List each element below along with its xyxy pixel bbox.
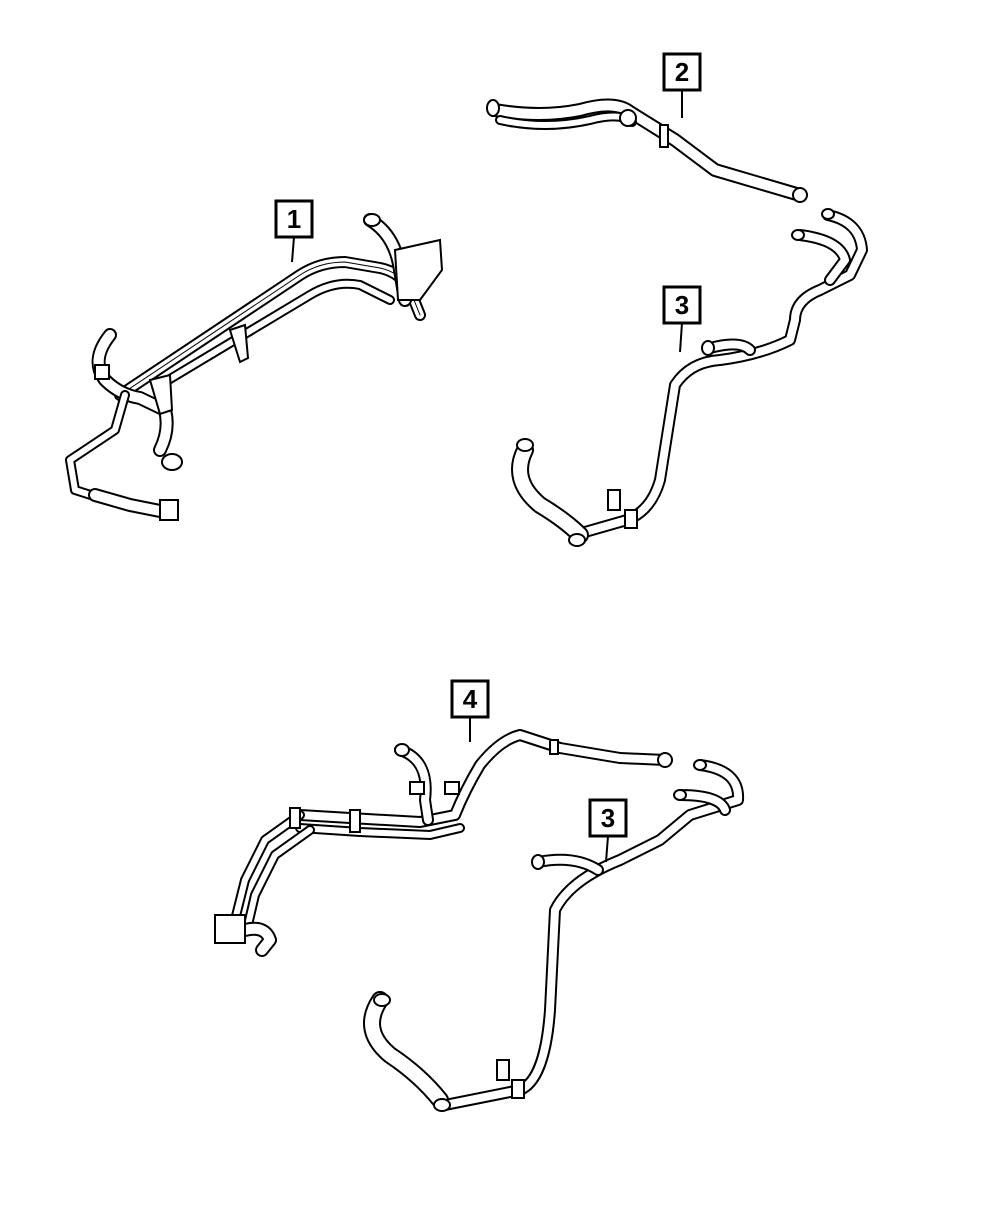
- callout-3-upper-label: 3: [675, 290, 689, 320]
- hose-assembly-1: [65, 213, 444, 521]
- callout-2-label: 2: [675, 57, 689, 87]
- callout-4: 4: [450, 679, 490, 742]
- callout-1: 1: [274, 199, 314, 263]
- hose-assembly-3-upper: [511, 208, 868, 547]
- callout-3-upper: 3: [662, 285, 702, 353]
- callout-3-lower-label: 3: [601, 803, 615, 833]
- callout-1-label: 1: [287, 204, 301, 234]
- callout-4-label: 4: [463, 684, 478, 714]
- hose-assembly-4: [214, 729, 673, 957]
- hose-assembly-3-lower: [363, 759, 745, 1112]
- hose-assembly-2: [486, 98, 808, 203]
- callout-2: 2: [662, 52, 702, 118]
- callout-3-lower: 3: [588, 798, 628, 863]
